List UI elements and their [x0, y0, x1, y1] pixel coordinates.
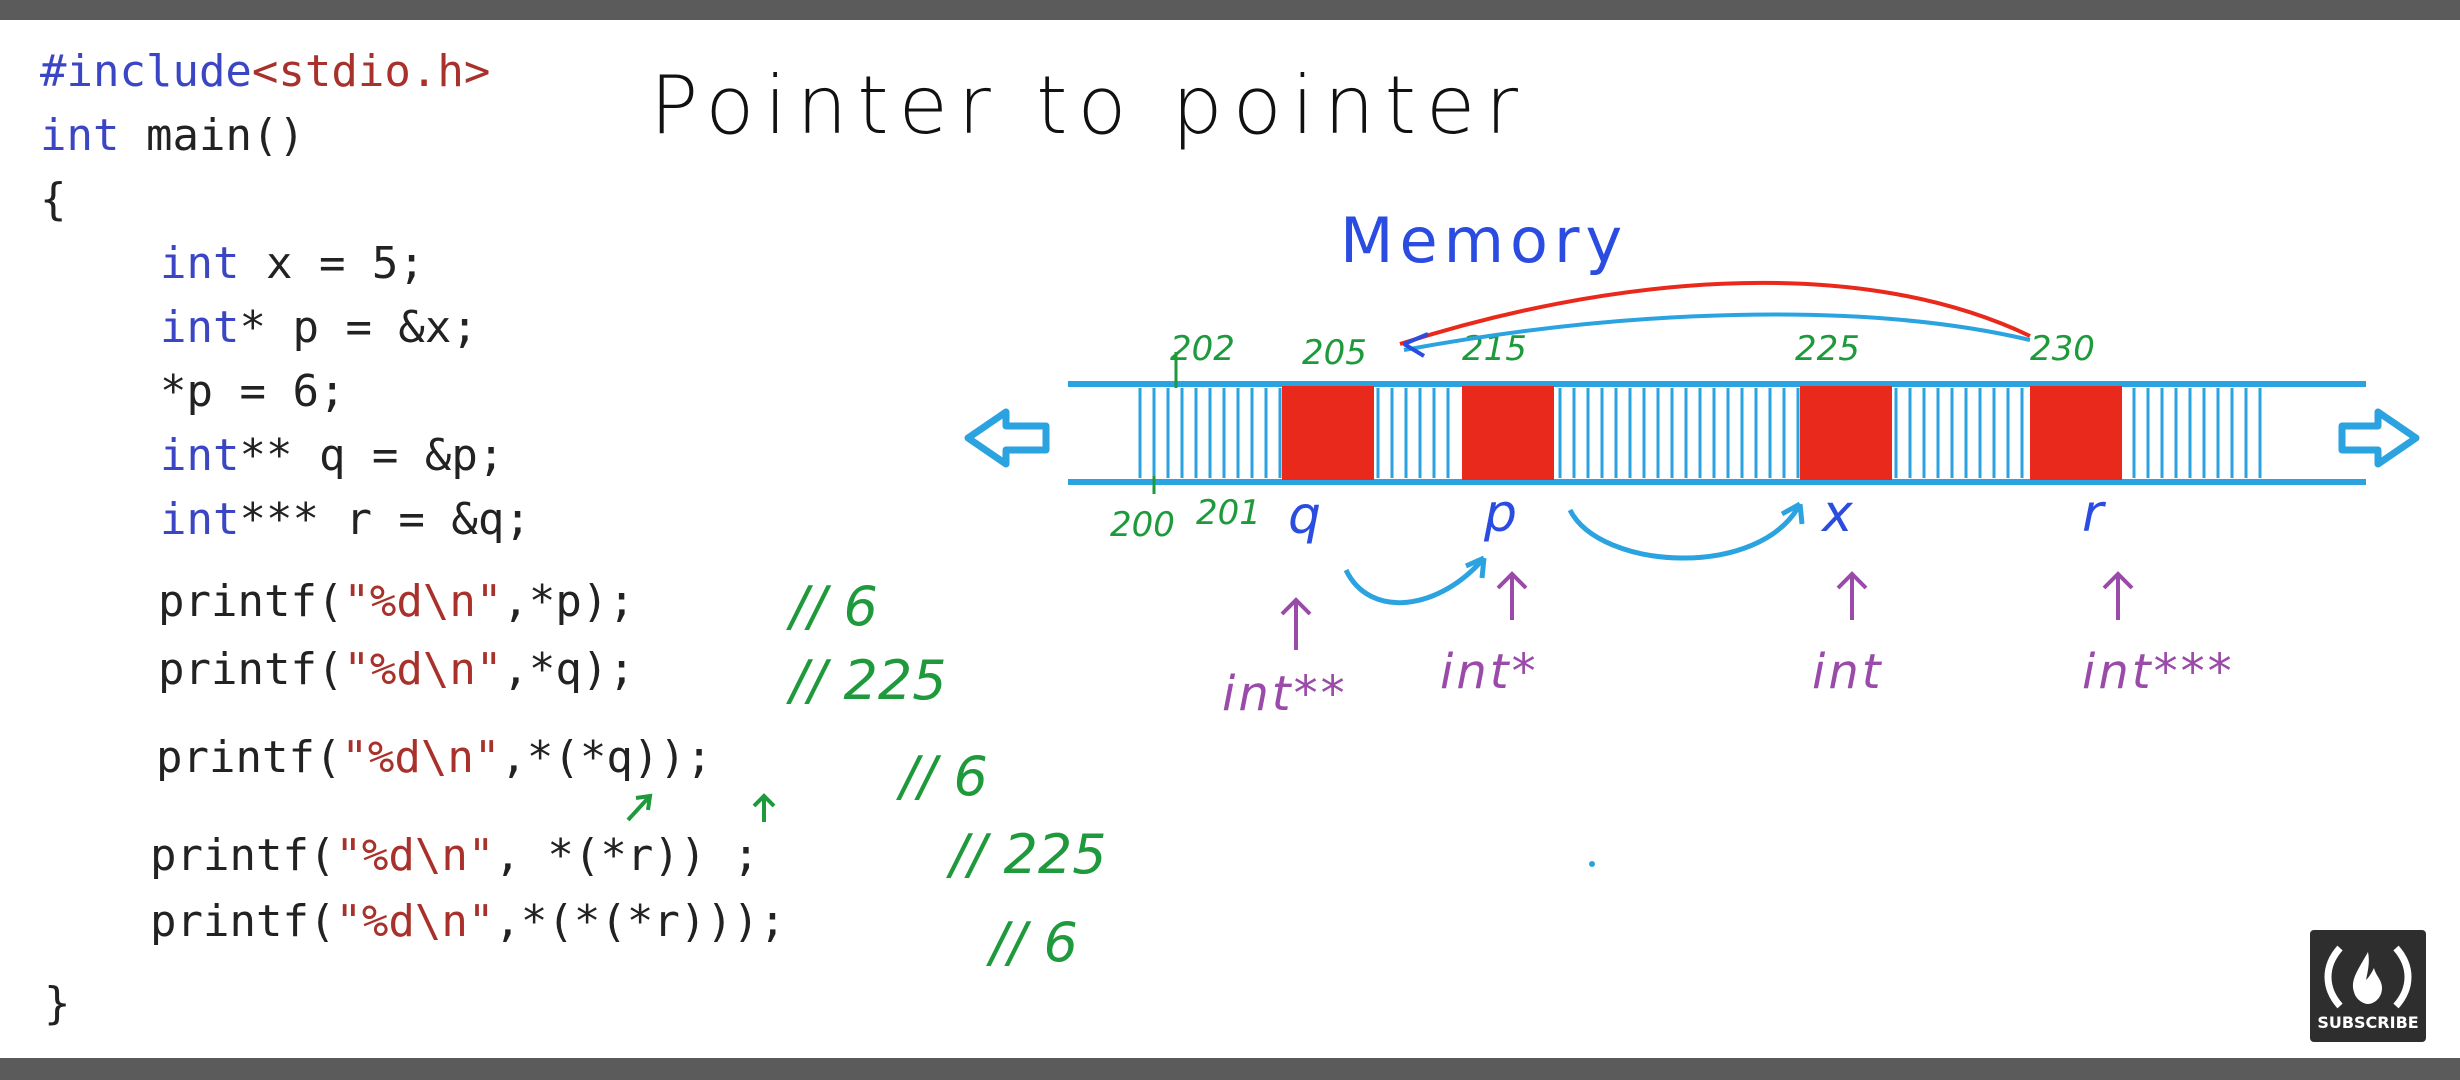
address-201: 201 — [1196, 493, 1261, 533]
code-text: x = 5; — [239, 238, 425, 289]
comment-result-4: // 225 — [950, 823, 1107, 886]
address-205: 205 — [1302, 333, 1367, 373]
comment-result-1: // 6 — [790, 575, 878, 638]
code-line-deref-p: *p = 6; — [160, 366, 346, 417]
var-name-q: q — [1288, 486, 1322, 546]
diagram-title: Pointer to pointer — [650, 59, 1529, 152]
code-line-printf-3: printf("%d\n",*(*q)); — [156, 736, 712, 780]
code-text: *** r = &q; — [239, 494, 531, 545]
comment-result-3: // 6 — [900, 745, 988, 808]
code-keyword: int — [160, 302, 240, 353]
code-string: "%d\n" — [343, 576, 503, 627]
code-line-open-brace: { — [40, 174, 67, 225]
bottom-bar — [0, 1058, 2460, 1080]
code-line-include: #include<stdio.h> — [40, 50, 490, 94]
code-text: ** q = &p; — [239, 430, 505, 481]
code-keyword: int — [160, 494, 240, 545]
code-line-printf-5: printf("%d\n",*(*(*r))); — [150, 900, 786, 944]
var-name-x: x — [1822, 484, 1853, 544]
code-keyword: int — [40, 110, 120, 161]
code-line-main: int main() — [40, 114, 305, 158]
code-string: "%d\n" — [343, 644, 503, 695]
code-text: printf( — [158, 576, 344, 627]
code-text: ,*p); — [502, 576, 635, 627]
subscribe-label: SUBSCRIBE — [2317, 1013, 2419, 1032]
code-line-decl-r: int*** r = &q; — [160, 498, 531, 542]
code-string: "%d\n" — [335, 830, 495, 881]
code-keyword: int — [160, 430, 240, 481]
whiteboard: #include<stdio.h> int main() { int x = 5… — [0, 20, 2460, 1058]
code-line-close-brace: } — [44, 978, 71, 1029]
flame-logo-icon — [2324, 945, 2412, 1009]
code-string: "%d\n" — [335, 896, 495, 947]
type-label-x: int — [1812, 644, 1884, 700]
code-text: printf( — [150, 830, 336, 881]
code-text: main() — [119, 110, 305, 161]
code-text: ,*q); — [502, 644, 635, 695]
var-name-p: p — [1484, 484, 1518, 544]
type-label-p: int* — [1440, 644, 1539, 700]
code-text: printf( — [150, 896, 336, 947]
type-label-r: int*** — [2082, 644, 2235, 700]
cell-value-p: 225 — [1466, 418, 1548, 467]
comment-result-2: // 225 — [790, 649, 947, 712]
code-line-decl-p: int* p = &x; — [160, 306, 478, 350]
code-line-printf-1: printf("%d\n",*p); — [158, 580, 635, 624]
code-header: <stdio.h> — [251, 46, 491, 97]
memory-label: Memory — [1340, 204, 1629, 277]
code-text: printf( — [156, 732, 342, 783]
code-text: , *(*r)) ; — [494, 830, 760, 881]
code-text: ,*(*(*r))); — [494, 896, 786, 947]
code-line-printf-4: printf("%d\n", *(*r)) ; — [150, 834, 759, 878]
code-line-decl-q: int** q = &p; — [160, 434, 504, 478]
type-label-q: int** — [1222, 666, 1348, 722]
cell-value-x: 6 — [1822, 405, 1868, 479]
code-string: "%d\n" — [341, 732, 501, 783]
var-name-r: r — [2082, 484, 2104, 544]
top-bar — [0, 0, 2460, 20]
cell-value-r: 215 — [2032, 418, 2114, 467]
code-text: * p = &x; — [239, 302, 478, 353]
code-text: ,*(*q)); — [500, 732, 713, 783]
code-line-decl-x: int x = 5; — [160, 242, 425, 286]
code-keyword: int — [160, 238, 240, 289]
address-200: 200 — [1110, 505, 1175, 545]
address-202: 202 — [1170, 329, 1235, 369]
code-line-printf-2: printf("%d\n",*q); — [158, 648, 635, 692]
address-230: 230 — [2030, 329, 2095, 369]
code-keyword: #include — [40, 46, 252, 97]
code-text: printf( — [158, 644, 344, 695]
address-225: 225 — [1795, 329, 1860, 369]
channel-logo[interactable]: SUBSCRIBE — [2310, 930, 2426, 1042]
cell-value-q: 215 — [1288, 418, 1370, 467]
address-215: 215 — [1462, 329, 1527, 369]
comment-result-5: // 6 — [990, 911, 1078, 974]
